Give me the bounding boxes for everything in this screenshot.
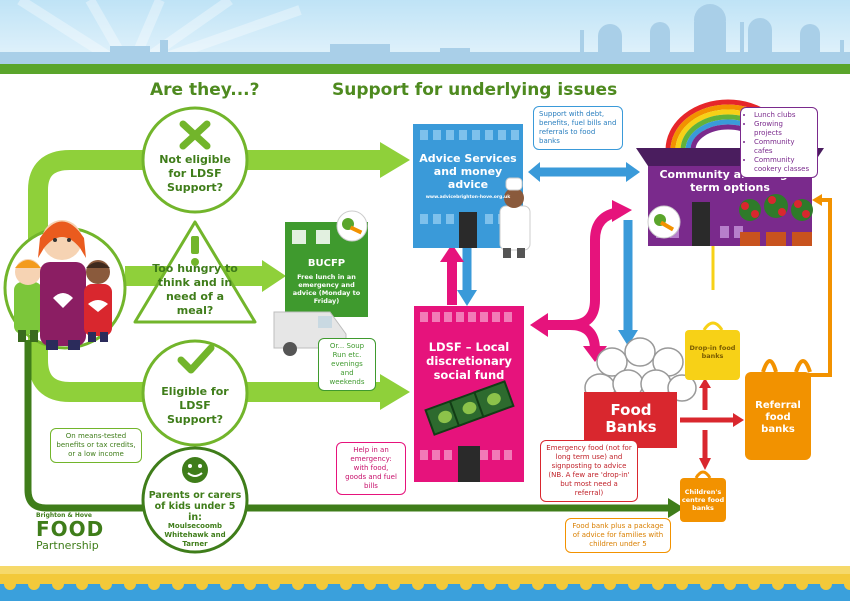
- bucfp-title: BUCFP: [307, 258, 346, 269]
- plate-icon-community: [647, 205, 681, 239]
- question-not-eligible: Not eligible for LDSF Support?: [159, 153, 231, 194]
- plate-icon: [336, 210, 368, 242]
- checkmark-icon: [177, 344, 215, 374]
- drop-in-bag: [685, 321, 740, 380]
- means-tested-bubble: On means-tested benefits or tax credits,…: [50, 428, 142, 463]
- food-banks-title: Food Banks: [605, 401, 657, 436]
- question-circle-eligible: [141, 339, 249, 447]
- logo-food-text: FOOD: [36, 517, 105, 541]
- heading-support: Support for underlying issues: [332, 80, 618, 100]
- community-bubble: Lunch clubs Growing projects Community c…: [740, 107, 818, 178]
- tomato-plants-illustration: [739, 194, 813, 246]
- childrens-centre-label: Children's centre food banks: [681, 488, 725, 512]
- question-circle-not-eligible: [141, 106, 249, 214]
- advice-title: Advice Services and money advice: [419, 152, 517, 191]
- referral-label: Referral food banks: [755, 400, 801, 435]
- parents-areas: Moulsecoomb Whitehawk and Tarner: [164, 522, 226, 548]
- exclamation-icon: [191, 236, 199, 266]
- red-arrows: [680, 385, 735, 462]
- family-illustration: [3, 220, 127, 350]
- logo-small-text: Brighton & Hove: [36, 512, 92, 519]
- community-item: Community cookery classes: [754, 156, 812, 174]
- community-item: Community cafes: [754, 138, 812, 156]
- food-banks-bubble: Emergency food (not for long term use) a…: [540, 440, 638, 502]
- smiley-icon: [182, 457, 208, 483]
- green-arrowheads: [262, 142, 410, 410]
- soup-run-bubble: Or... Soup Run etc. evenings and weekend…: [318, 338, 376, 391]
- ldsf-bubble: Help in an emergency: with food, goods a…: [336, 442, 406, 495]
- question-eligible: Eligible for LDSF Support?: [161, 385, 229, 426]
- blue-arrows: [462, 167, 633, 332]
- childrens-bag: [680, 470, 726, 522]
- parents-flow-line: [24, 340, 670, 512]
- bucfp-desc: Free lunch in an emergency and advice (M…: [292, 273, 361, 305]
- community-item: Lunch clubs: [754, 111, 812, 120]
- money-icon: [424, 380, 515, 436]
- food-banks-box: [584, 392, 677, 448]
- childrens-note-bubble: Food bank plus a package of advice for f…: [565, 518, 671, 553]
- referral-bag: [745, 359, 812, 460]
- heading-are-they: Are they...?: [150, 80, 260, 100]
- city-skyline: [0, 4, 850, 66]
- food-partnership-logo: Brighton & Hove FOOD Partnership: [36, 512, 126, 552]
- community-item: Growing projects: [754, 120, 812, 138]
- chef-illustration: [499, 177, 531, 258]
- orange-line: [805, 198, 832, 377]
- question-too-hungry: Too hungry to think and in need of a mea…: [152, 262, 238, 317]
- advice-url: www.advicebrighton-hove.org.uk: [425, 195, 511, 200]
- cross-icon: [179, 120, 211, 150]
- ldsf-title: LDSF – Local discretionary social fund: [426, 340, 512, 382]
- question-circle-parents: [141, 446, 249, 554]
- grass-top: [0, 64, 850, 74]
- logo-partnership-text: Partnership: [36, 539, 99, 552]
- advice-bubble: Support with debt, benefits, fuel bills …: [533, 106, 623, 150]
- parents-title: Parents or carers of kids under 5 in:: [148, 490, 242, 523]
- question-triangle-hungry: [133, 220, 257, 324]
- drop-in-label: Drop-in food banks: [689, 344, 736, 360]
